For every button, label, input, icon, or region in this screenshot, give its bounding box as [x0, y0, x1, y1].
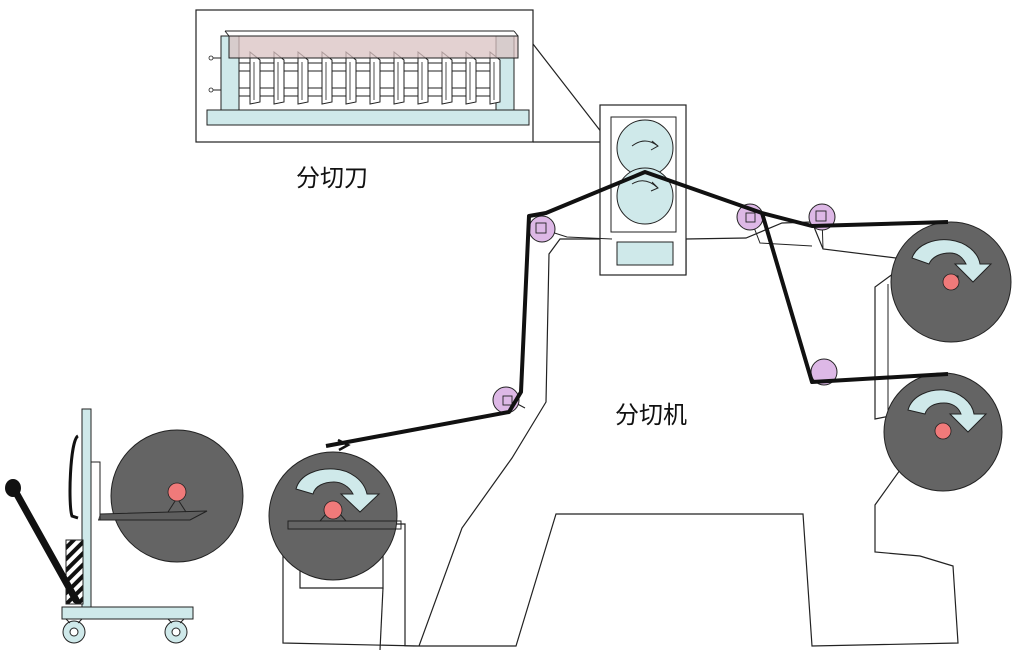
- knife-guard-cover: [228, 35, 519, 59]
- knife-blade: [345, 50, 357, 105]
- knife-blade: [297, 50, 309, 105]
- cart-handle-lever: [10, 485, 80, 604]
- lower-knife-roller: [616, 167, 674, 225]
- rewind-lower-rotation-arrow-icon: [907, 389, 988, 433]
- web-direction-arrow-icon: [337, 438, 351, 452]
- idler-roller: [808, 203, 836, 231]
- rewind-roll-upper: [890, 221, 1012, 343]
- cutting-unit-tower: [599, 104, 687, 276]
- lower-roller-rotation-icon: [631, 180, 659, 192]
- knife-blade: [369, 50, 381, 105]
- knife-blade: [489, 50, 501, 105]
- roll-core: [323, 500, 343, 520]
- roll-core: [942, 273, 960, 291]
- slitter-knife-inset: [195, 9, 611, 143]
- knife-blade: [249, 50, 261, 105]
- slitter-knife-label: 分切刀: [296, 164, 368, 192]
- inset-callout-pointer: [532, 43, 611, 143]
- machine-frame-outline: [282, 221, 959, 647]
- knife-blade: [273, 50, 285, 105]
- unwind-roll: [268, 451, 402, 581]
- slitting-machine-label: 分切机: [615, 401, 687, 429]
- roll-cart: [5, 408, 194, 644]
- knife-blade: [441, 50, 453, 105]
- unwind-rotation-arrow-icon: [295, 468, 381, 513]
- web-path: [325, 170, 949, 452]
- roll-core: [167, 482, 187, 502]
- cart-roll: [98, 429, 244, 563]
- knife-blade: [417, 50, 429, 105]
- tower-base-panel: [616, 241, 674, 266]
- cart-base: [61, 606, 194, 620]
- knife-base-plate: [206, 109, 530, 126]
- cart-handle-knob: [5, 479, 21, 497]
- rewind-upper-rotation-arrow-icon: [911, 239, 993, 283]
- roll-core: [934, 422, 952, 440]
- upper-roller-rotation-icon: [631, 140, 659, 151]
- knife-blade: [393, 50, 405, 105]
- knife-blade: [321, 50, 333, 105]
- rewind-roll-lower: [883, 372, 1003, 492]
- knife-blade: [465, 50, 477, 105]
- idler-roller: [528, 215, 556, 243]
